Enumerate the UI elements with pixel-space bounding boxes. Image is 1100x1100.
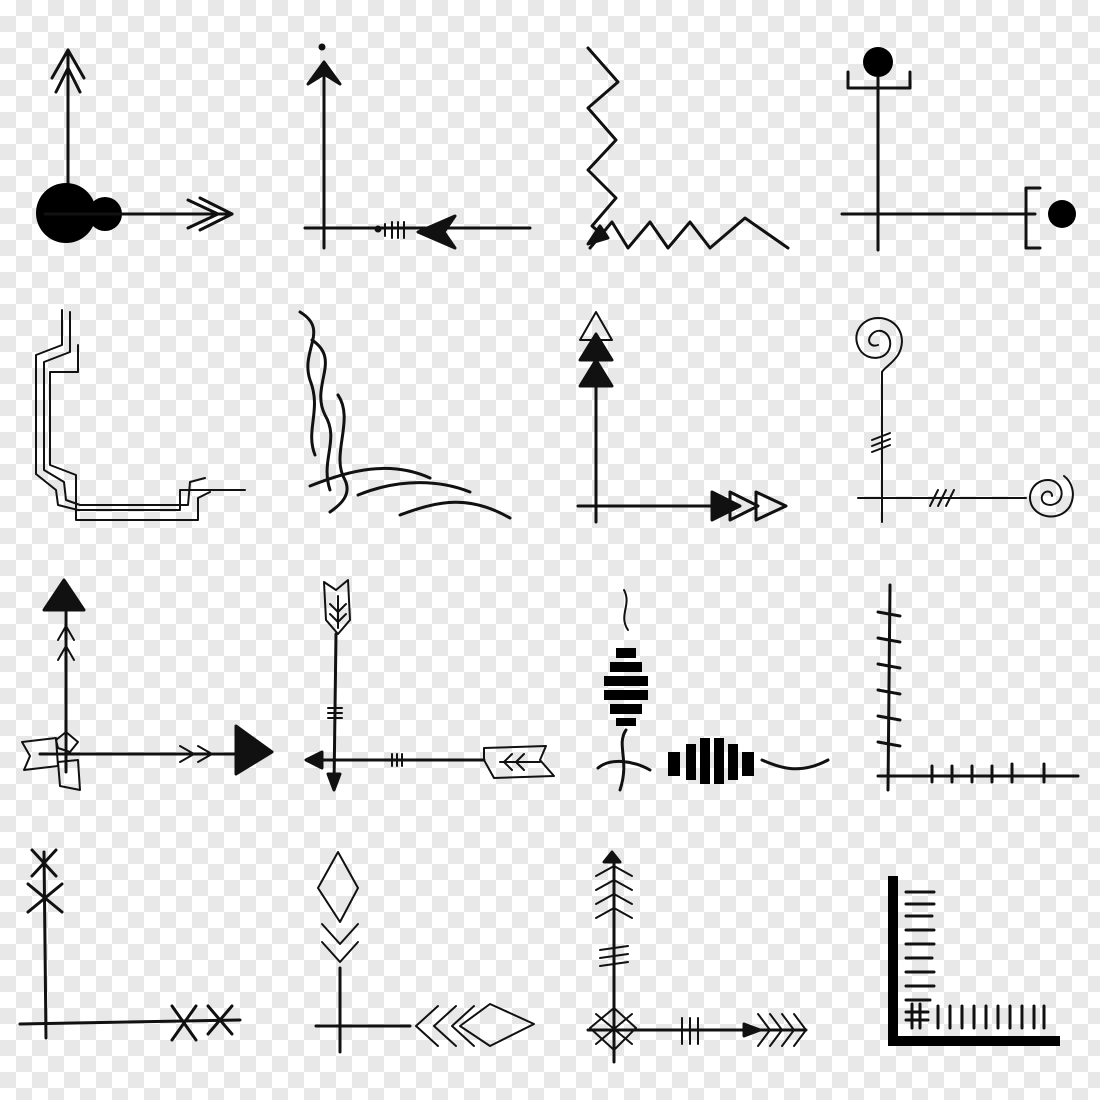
corner-tribal-blocks-icon — [596, 589, 830, 792]
corner-feather-arrows-icon — [304, 579, 555, 792]
corner-diamond-chevrons-icon — [314, 851, 535, 1054]
corner-chevron-arrows-icon — [303, 43, 532, 250]
corner-spiral-icon — [855, 317, 1074, 523]
corner-circle-bracket-icon — [840, 47, 1076, 252]
corner-tally-marks-icon — [876, 583, 1080, 792]
corner-cross-marks-icon — [18, 848, 242, 1042]
corner-triangle-ribbon-arrows-icon — [21, 578, 274, 791]
corner-fletched-arrows-icon — [586, 850, 808, 1064]
corner-stepped-lines-icon — [35, 309, 246, 521]
corner-zigzag-icon — [586, 46, 790, 250]
corner-wavy-lines-icon — [298, 310, 512, 520]
corner-ruled-lines-icon — [888, 876, 1060, 1046]
corner-circles-arrows-icon — [36, 48, 234, 243]
corner-triple-triangle-arrows-icon — [576, 311, 788, 524]
